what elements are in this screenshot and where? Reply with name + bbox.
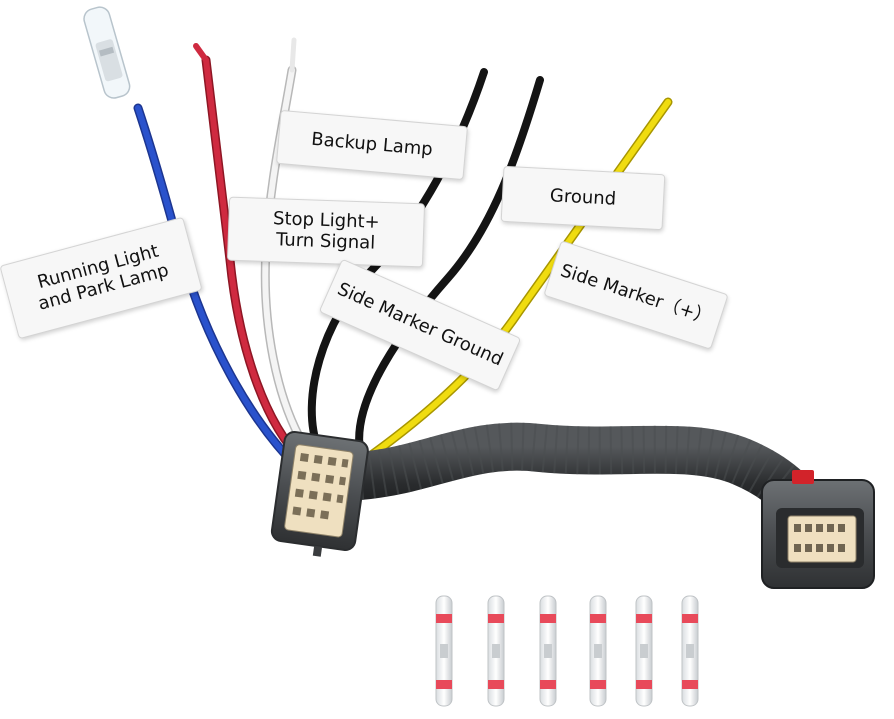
label-stop-light-turn-signal: Stop Light+ Turn Signal <box>226 196 426 268</box>
label-ground: Ground <box>500 165 666 231</box>
splice-connector <box>681 595 699 707</box>
splice-connectors <box>435 595 699 707</box>
left-connector <box>270 430 369 557</box>
splice-connector <box>435 595 453 707</box>
right-connector <box>761 470 875 589</box>
corrugated-loom <box>357 422 832 532</box>
black-wire-2 <box>355 76 544 454</box>
splice-connector <box>635 595 653 707</box>
splice-connector <box>589 595 607 707</box>
splice-connector <box>487 595 505 707</box>
bullet-terminal <box>83 6 131 99</box>
splice-connector <box>539 595 557 707</box>
